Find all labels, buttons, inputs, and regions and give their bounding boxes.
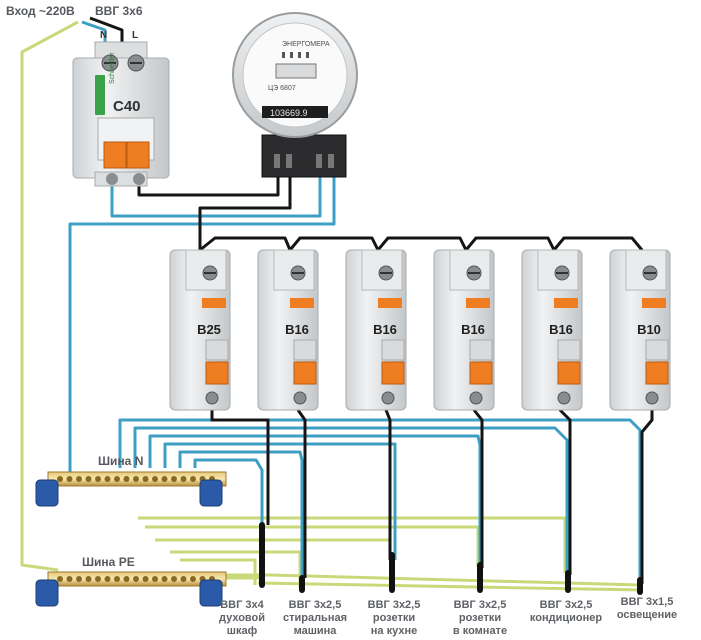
breaker-1 (169, 249, 231, 411)
bus-screw (152, 476, 158, 482)
neutral-wires (68, 20, 642, 585)
bus-screw (180, 476, 187, 482)
bus-screw (104, 576, 111, 582)
bus-screw (142, 576, 149, 582)
bus-screw (133, 476, 139, 482)
bus-screw (114, 576, 120, 582)
bus-screw (190, 476, 196, 482)
bus-screw (76, 476, 82, 482)
bus-n (35, 471, 227, 507)
main-breaker (72, 41, 170, 187)
bus-screw (171, 576, 177, 582)
terminal-n-label: N (100, 30, 108, 41)
meter-brand: ЭНЕРГОМЕРА (282, 41, 330, 48)
breaker-6 (609, 249, 671, 411)
input-cable-label: ВВГ 3х6 (95, 4, 143, 18)
cable-ends (259, 522, 643, 595)
bus-screw (190, 576, 196, 582)
bus-screw (85, 476, 92, 482)
breaker-rating-4: B16 (461, 322, 485, 337)
breaker-rating-3: B16 (373, 322, 397, 337)
breaker-rating-5: B16 (549, 322, 573, 337)
bus-screw (114, 476, 120, 482)
bus-pe-label: Шина PE (82, 555, 135, 569)
bus-screw (123, 476, 130, 482)
bus-screw (133, 576, 139, 582)
breaker-2 (257, 249, 319, 411)
bus-screw (57, 576, 63, 582)
breaker-rating-2: B16 (285, 322, 309, 337)
bus-screw (171, 476, 177, 482)
bus-screw (142, 476, 149, 482)
meter-reading: 103669.9 (270, 108, 308, 118)
bus-screw (76, 576, 82, 582)
main-breaker-brand: Schneider (109, 52, 116, 84)
bus-screw (161, 576, 168, 582)
bus-n-label: Шина N (98, 454, 144, 468)
bus-screw (95, 476, 101, 482)
bus-screw (85, 576, 92, 582)
electricity-meter (232, 12, 358, 178)
phase-wires (89, 16, 654, 584)
bus-screw (95, 576, 101, 582)
bus-screw (180, 576, 187, 582)
bus-screw (123, 576, 130, 582)
terminal-l-label: L (132, 30, 139, 41)
breaker-4 (433, 249, 495, 411)
breaker-row (169, 249, 671, 411)
main-breaker-rating: C40 (113, 98, 141, 115)
bus-screw (66, 476, 73, 482)
bus-screw (161, 476, 168, 482)
breaker-5 (521, 249, 583, 411)
breaker-3 (345, 249, 407, 411)
breaker-rating-6: B10 (637, 322, 661, 337)
bus-screw (152, 576, 158, 582)
meter-model: ЦЭ 6807 (268, 85, 296, 92)
bus-screw (57, 476, 63, 482)
input-label: Вход ~220В (6, 4, 75, 18)
breaker-rating-1: B25 (197, 322, 221, 337)
bus-pe (35, 571, 227, 607)
bus-screw (66, 576, 73, 582)
bus-screw (104, 476, 111, 482)
